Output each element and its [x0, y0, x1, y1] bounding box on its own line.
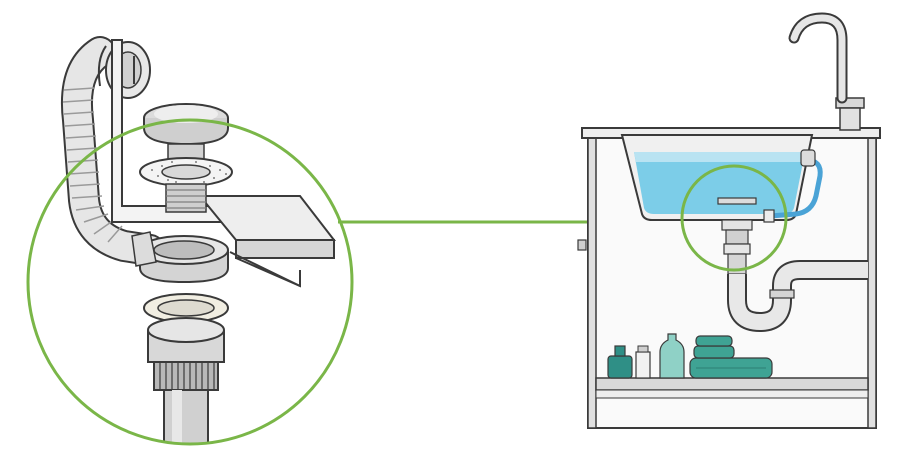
faucet-icon: [788, 12, 865, 131]
sink-water: [634, 152, 805, 214]
cabinet-shelf: [595, 377, 869, 391]
sink-cabinet: [577, 12, 881, 429]
callout-target-circle: [680, 164, 788, 272]
cabinet-hinge: [577, 239, 587, 251]
threaded-stem: [165, 183, 207, 213]
cabinet-left-panel: [587, 134, 597, 429]
bottle-icon: [607, 333, 685, 379]
towel-stack-icon: [689, 335, 773, 379]
countertop-cutaway: [197, 195, 337, 241]
sealing-gasket: [139, 157, 233, 187]
drain-collar: [131, 231, 229, 284]
pop-up-plug: [143, 103, 229, 169]
p-trap-icon: [727, 260, 868, 332]
callout-magnifier-circle: [26, 118, 354, 446]
flat-washer: [143, 293, 229, 323]
magnified-drain-view: [26, 36, 354, 446]
drain-body-lower: [147, 317, 225, 444]
cabinet-right-panel: [867, 134, 877, 429]
